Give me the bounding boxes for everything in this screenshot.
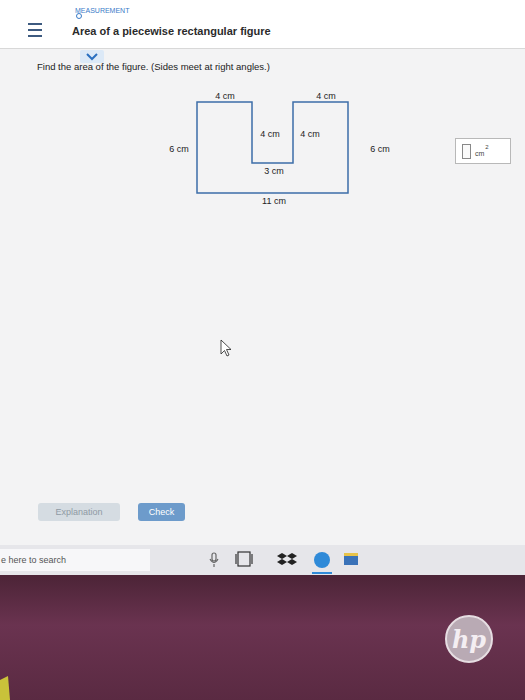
dimension-label: 4 cm: [260, 129, 280, 139]
topic-label: MEASUREMENT: [75, 7, 129, 15]
logo-text: hp: [452, 625, 486, 654]
page-title: Area of a piecewise rectangular figure: [72, 25, 271, 38]
topic-dot: [77, 14, 82, 19]
task-view-icon: [236, 552, 252, 566]
dimension-label: 6 cm: [169, 144, 189, 154]
hp-logo: hp: [444, 614, 494, 664]
answer-box: cm2: [455, 138, 511, 164]
mic-icon: [210, 553, 218, 567]
dropbox-icon: [277, 553, 297, 565]
explanation-button: Explanation: [38, 503, 120, 521]
edge-browser-icon: [314, 552, 330, 568]
figure-outline: [197, 102, 348, 193]
dimension-label: 4 cm: [316, 91, 336, 101]
dropdown-chevron: [87, 54, 97, 59]
dimension-label: 4 cm: [215, 91, 235, 101]
unit-exponent: 2: [485, 144, 488, 150]
dimension-label: 11 cm: [262, 196, 286, 206]
answer-input: [462, 144, 471, 159]
search-box: e here to search: [0, 549, 150, 571]
button-text: Check: [149, 507, 175, 517]
mouse-cursor: [221, 340, 231, 356]
taskbar-highlight: [312, 572, 332, 574]
button-text: Explanation: [55, 507, 102, 517]
button-text: e here to search: [1, 555, 66, 565]
sticker-mark: [0, 676, 10, 700]
hamburger-icon: [28, 24, 42, 36]
dimension-label: 3 cm: [264, 166, 284, 176]
question-text: Find the area of the figure. (Sides meet…: [37, 62, 270, 73]
dimension-label: 6 cm: [370, 144, 390, 154]
check-button: Check: [138, 503, 185, 521]
file-explorer-icon: [344, 553, 358, 565]
dimension-label: 4 cm: [300, 129, 320, 139]
unit-text: cm: [475, 150, 484, 157]
